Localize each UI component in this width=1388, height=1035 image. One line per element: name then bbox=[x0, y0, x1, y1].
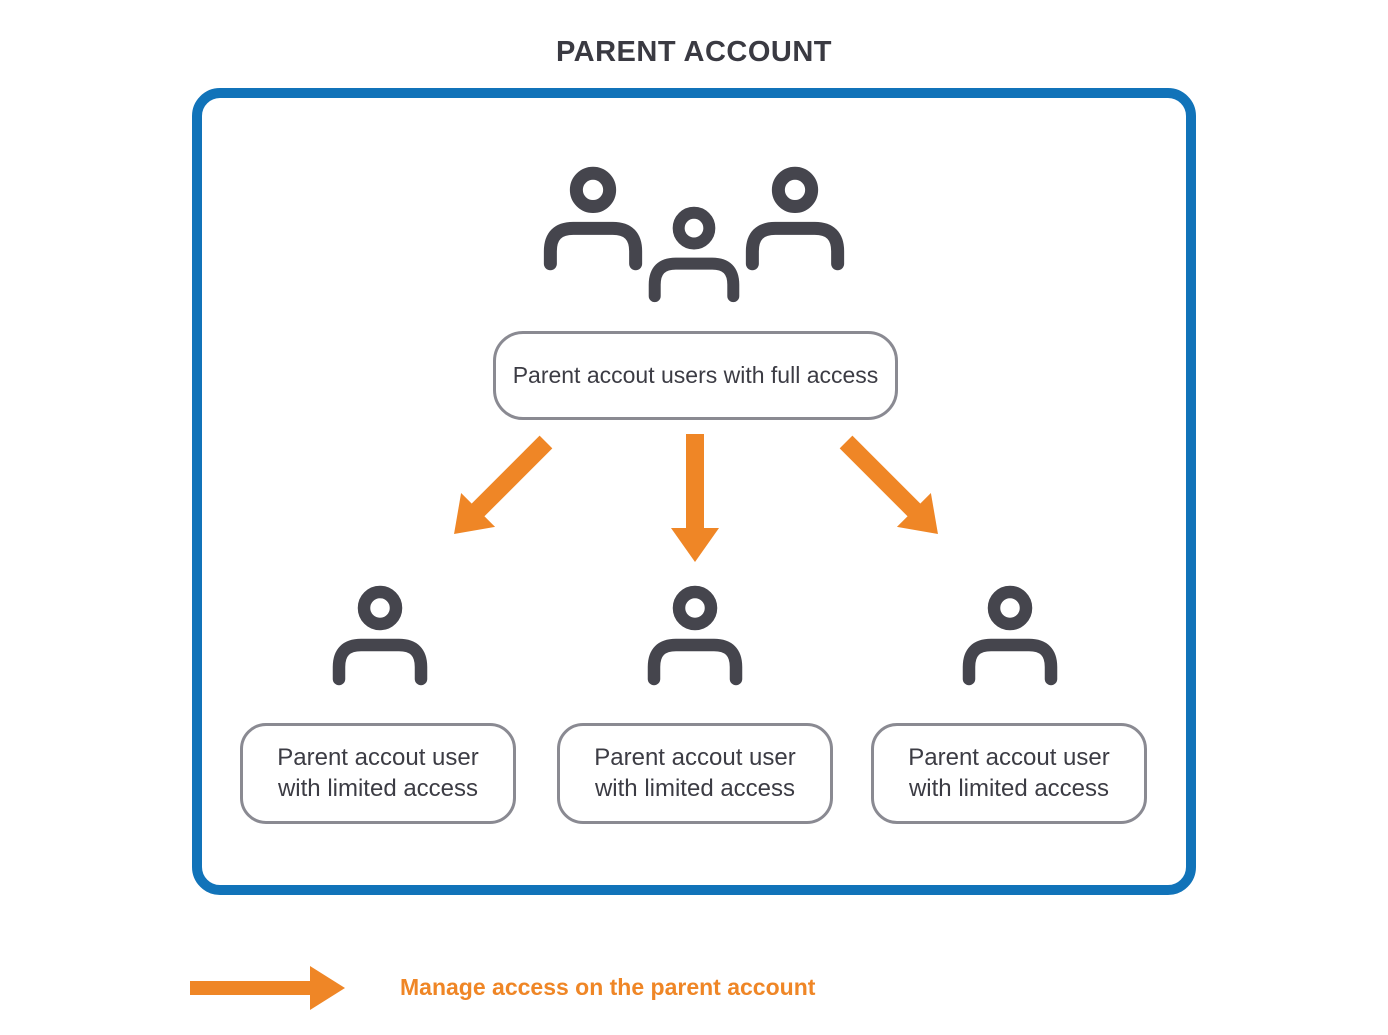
limited-access-label-left: Parent accout user with limited access bbox=[240, 723, 516, 824]
limited-access-label-left-text: Parent accout user with limited access bbox=[277, 743, 479, 802]
page-title: PARENT ACCOUNT bbox=[555, 36, 833, 68]
limited-user-right-icon bbox=[962, 585, 1058, 686]
limited-access-label-right: Parent accout user with limited access bbox=[871, 723, 1147, 824]
full-access-label-text: Parent accout users with full access bbox=[512, 362, 879, 388]
limited-access-label-middle-text: Parent accout user with limited access bbox=[594, 743, 796, 802]
legend-label: Manage access on the parent account bbox=[400, 974, 816, 1000]
arrow-down-left-icon bbox=[437, 425, 563, 551]
legend-arrow-icon bbox=[190, 966, 345, 1010]
group-user-left-icon bbox=[543, 166, 643, 271]
arrow-down-icon bbox=[671, 434, 719, 562]
full-access-label: Parent accout users with full access bbox=[493, 331, 898, 420]
limited-access-label-right-text: Parent accout user with limited access bbox=[908, 743, 1110, 802]
limited-access-label-middle: Parent accout user with limited access bbox=[557, 723, 833, 824]
limited-user-middle-icon bbox=[647, 585, 743, 686]
group-user-middle-icon bbox=[641, 199, 747, 310]
group-user-right-icon bbox=[745, 166, 845, 271]
arrow-down-right-icon bbox=[829, 425, 955, 551]
limited-user-left-icon bbox=[332, 585, 428, 686]
